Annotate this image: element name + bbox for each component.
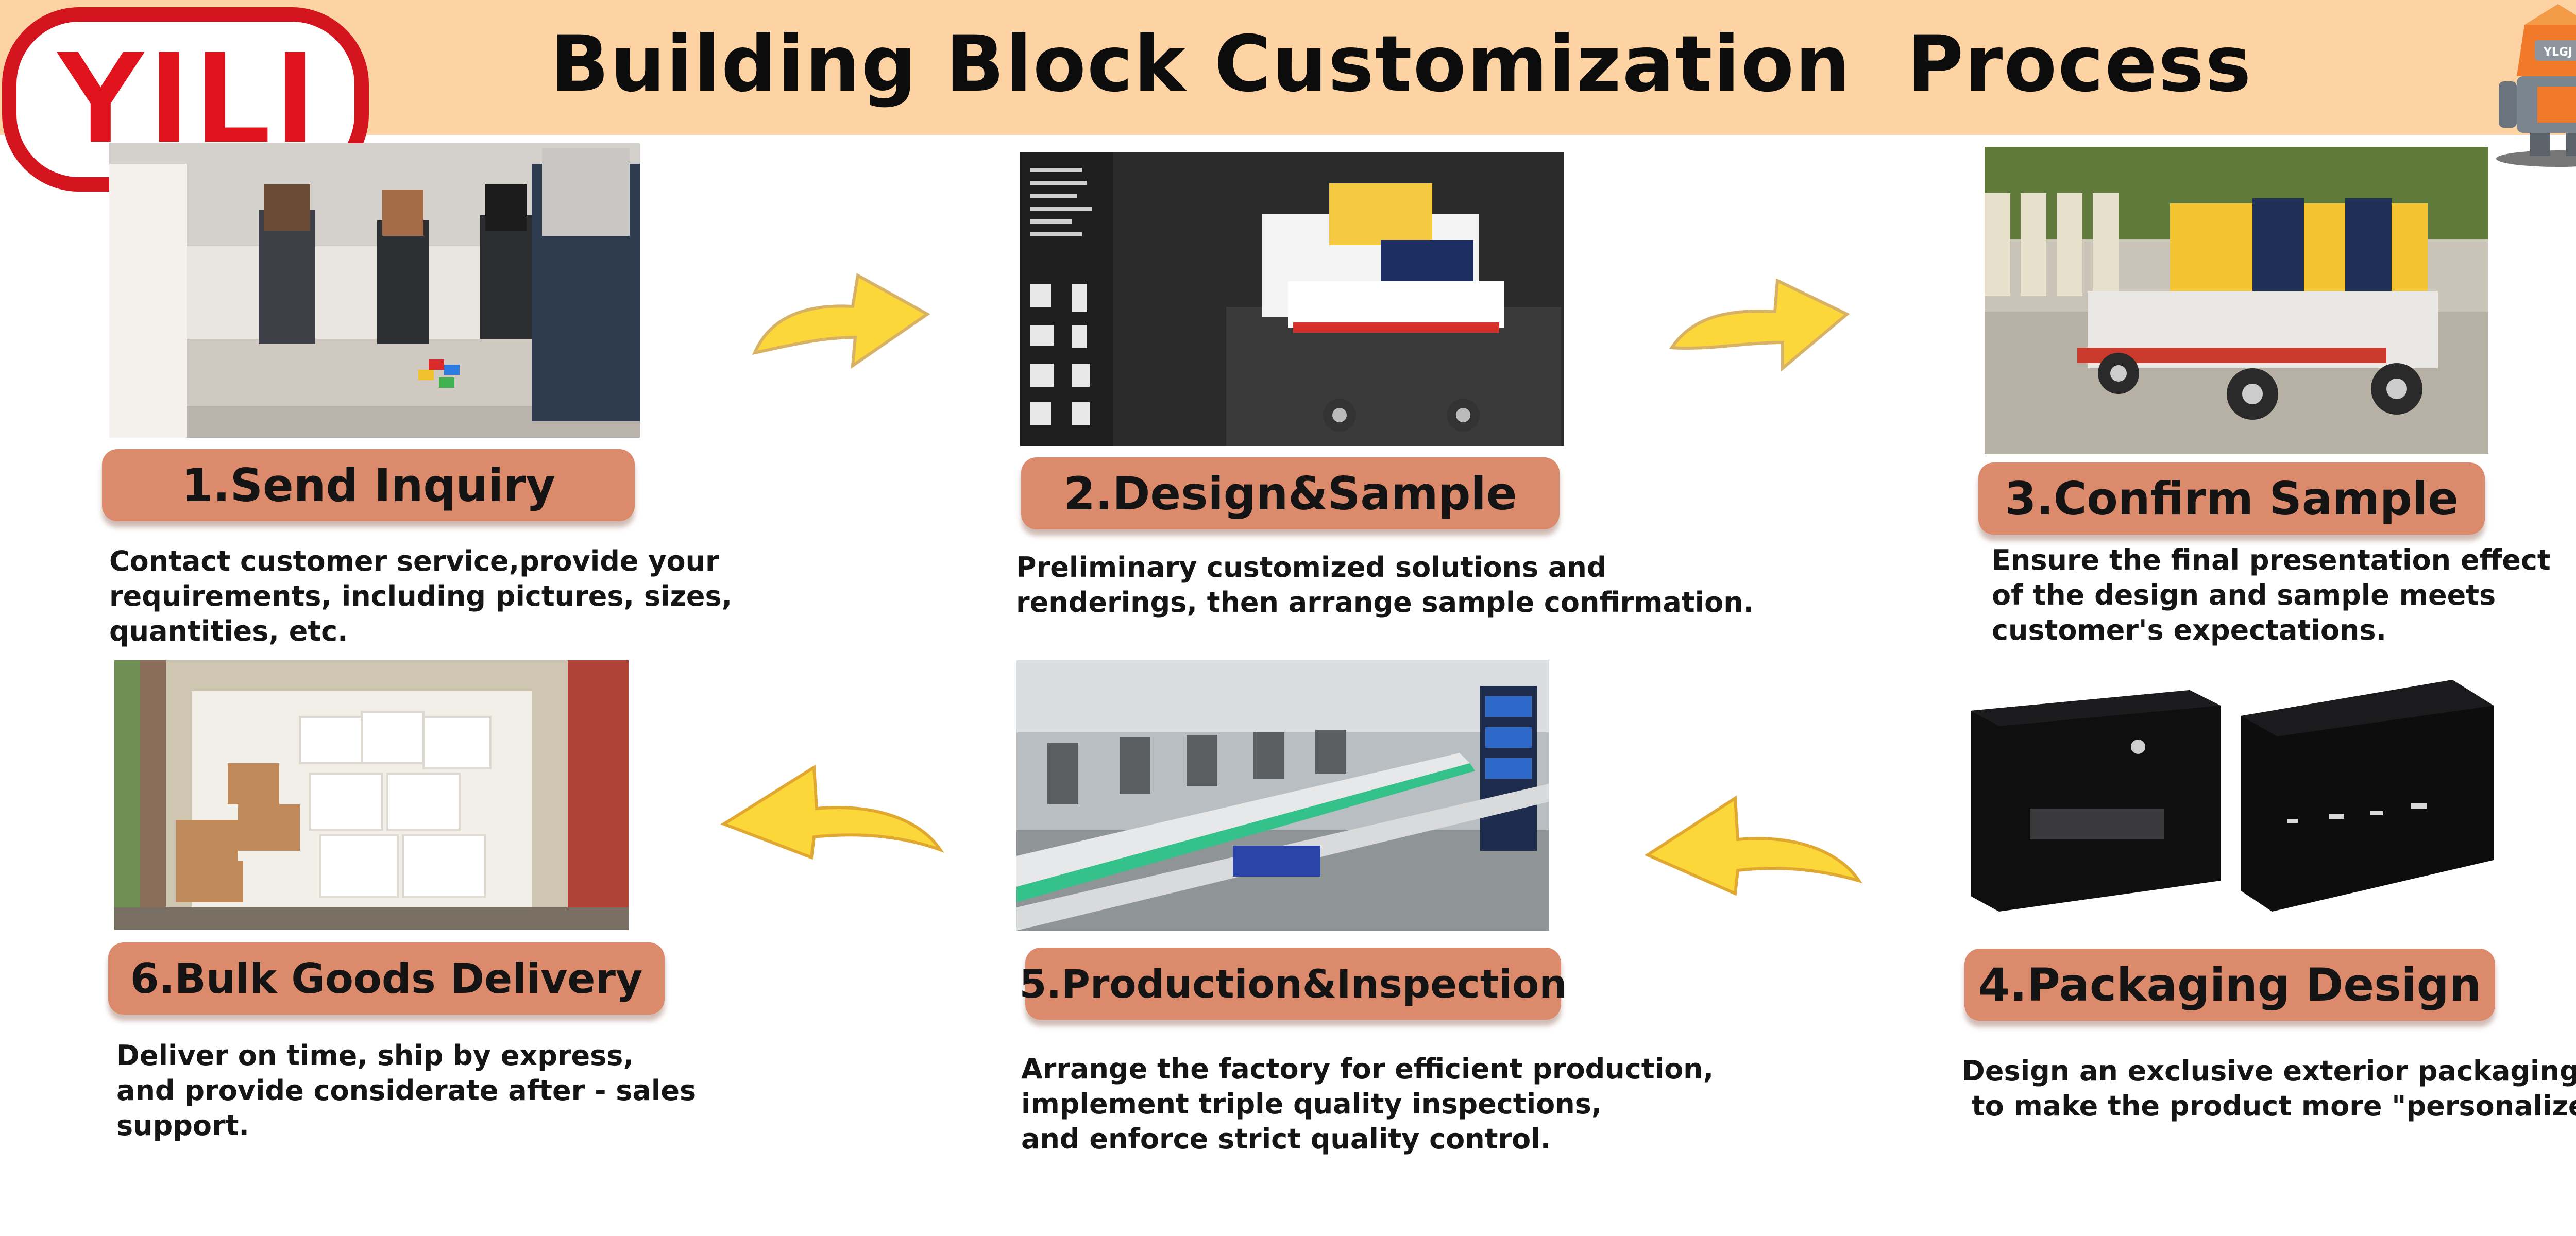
step-5-description: Arrange the factory for efficient produc…	[1021, 1053, 1714, 1155]
step-6-description: Deliver on time, ship by express, and pr…	[116, 1039, 697, 1142]
arrow-left-icon	[719, 747, 945, 860]
step-4-description: Design an exclusive exterior packaging t…	[1962, 1055, 2576, 1122]
shipping-container-photo	[114, 660, 629, 930]
factory-line-photo	[1016, 660, 1549, 931]
step-1-label: 1.Send Inquiry	[102, 449, 635, 521]
arrow-left-icon	[1642, 783, 1864, 899]
arrow-right-icon	[1667, 260, 1850, 373]
step-4-label: 4.Packaging Design	[1964, 949, 2495, 1021]
mascot-badge: YLGJ	[2543, 46, 2572, 59]
black-gift-boxes-photo	[1968, 675, 2499, 912]
step-2-label: 2.Design&Sample	[1021, 457, 1560, 529]
step-6-label: 6.Bulk Goods Delivery	[108, 942, 665, 1015]
header-band	[0, 0, 2576, 135]
step-5-label: 5.Production&Inspection	[1020, 948, 1567, 1020]
page-title: Building Block Customization Process	[550, 20, 2252, 109]
sample-skate-photo	[1985, 147, 2488, 454]
step-3-label: 3.Confirm Sample	[1978, 462, 2485, 535]
arrow-right-icon	[750, 255, 930, 371]
step-2-description: Preliminary customized solutions and ren…	[1016, 551, 1754, 619]
step-3-description: Ensure the final presentation effect of …	[1992, 544, 2551, 646]
step-1-description: Contact customer service,provide your re…	[109, 545, 733, 647]
robot-mascot-icon: YLGJ	[2488, 4, 2576, 169]
business-meeting-photo	[109, 143, 640, 438]
design-software-screenshot	[1020, 152, 1564, 446]
